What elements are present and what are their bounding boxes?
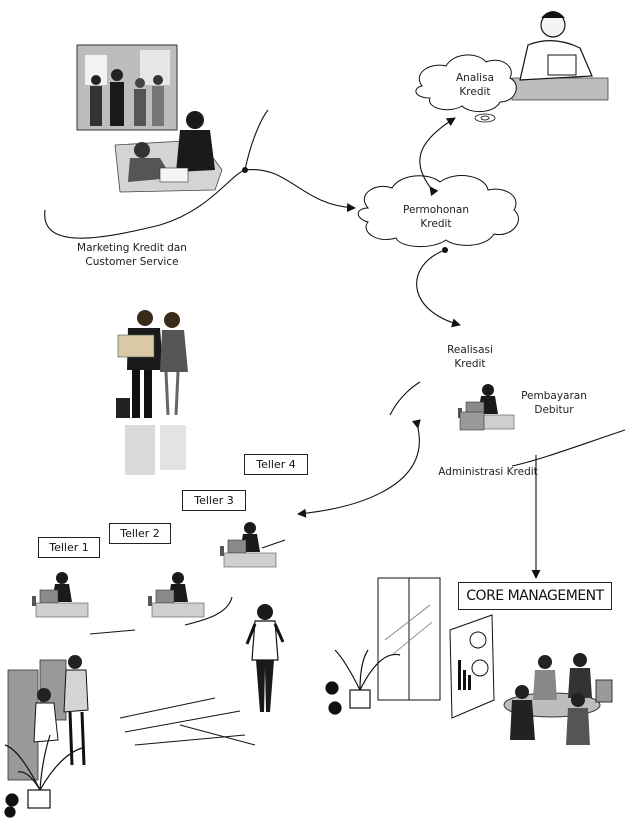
analisa-cloud: [415, 54, 517, 112]
pembayaran-label: Pembayaran Debitur: [521, 390, 587, 416]
floor-lines: [119, 697, 256, 746]
marketing-label: Marketing Kredit dan Customer Service: [77, 242, 187, 268]
business-people-figure: [116, 310, 188, 475]
teller-3-box: Teller 3: [182, 490, 246, 511]
customer-service-desk: [114, 111, 223, 193]
realisasi-label: Realisasi Kredit: [447, 344, 493, 370]
administrasi-label: Administrasi Kredit: [438, 466, 538, 478]
phone-man-figure: [245, 602, 285, 714]
meeting-table-figure: [503, 653, 613, 745]
core-management-box: CORE MANAGEMENT: [458, 582, 612, 610]
teller-4-box: Teller 4: [244, 454, 308, 475]
permohonan-label: Permohonan Kredit: [402, 204, 470, 230]
analisa-label: Analisa Kredit: [455, 72, 494, 98]
office-people-photo: [76, 44, 178, 131]
administrasi-kredit-figure: [457, 383, 515, 431]
teller-2-box: Teller 2: [109, 523, 171, 544]
teller-2-desk: [147, 571, 205, 618]
teller-3-desk: [219, 521, 277, 568]
presentation-board: [449, 614, 495, 719]
teller-1-desk: [31, 571, 89, 618]
office-door: [377, 577, 441, 701]
credit-analyst-figure: [511, 11, 609, 101]
connection-lines: [44, 109, 626, 635]
plant-bottom-left: [4, 734, 83, 818]
atm-customers-figure: [7, 655, 89, 781]
plant-core: [325, 649, 401, 715]
teller-1-box: Teller 1: [38, 537, 100, 558]
permohonan-cloud: [357, 175, 519, 247]
